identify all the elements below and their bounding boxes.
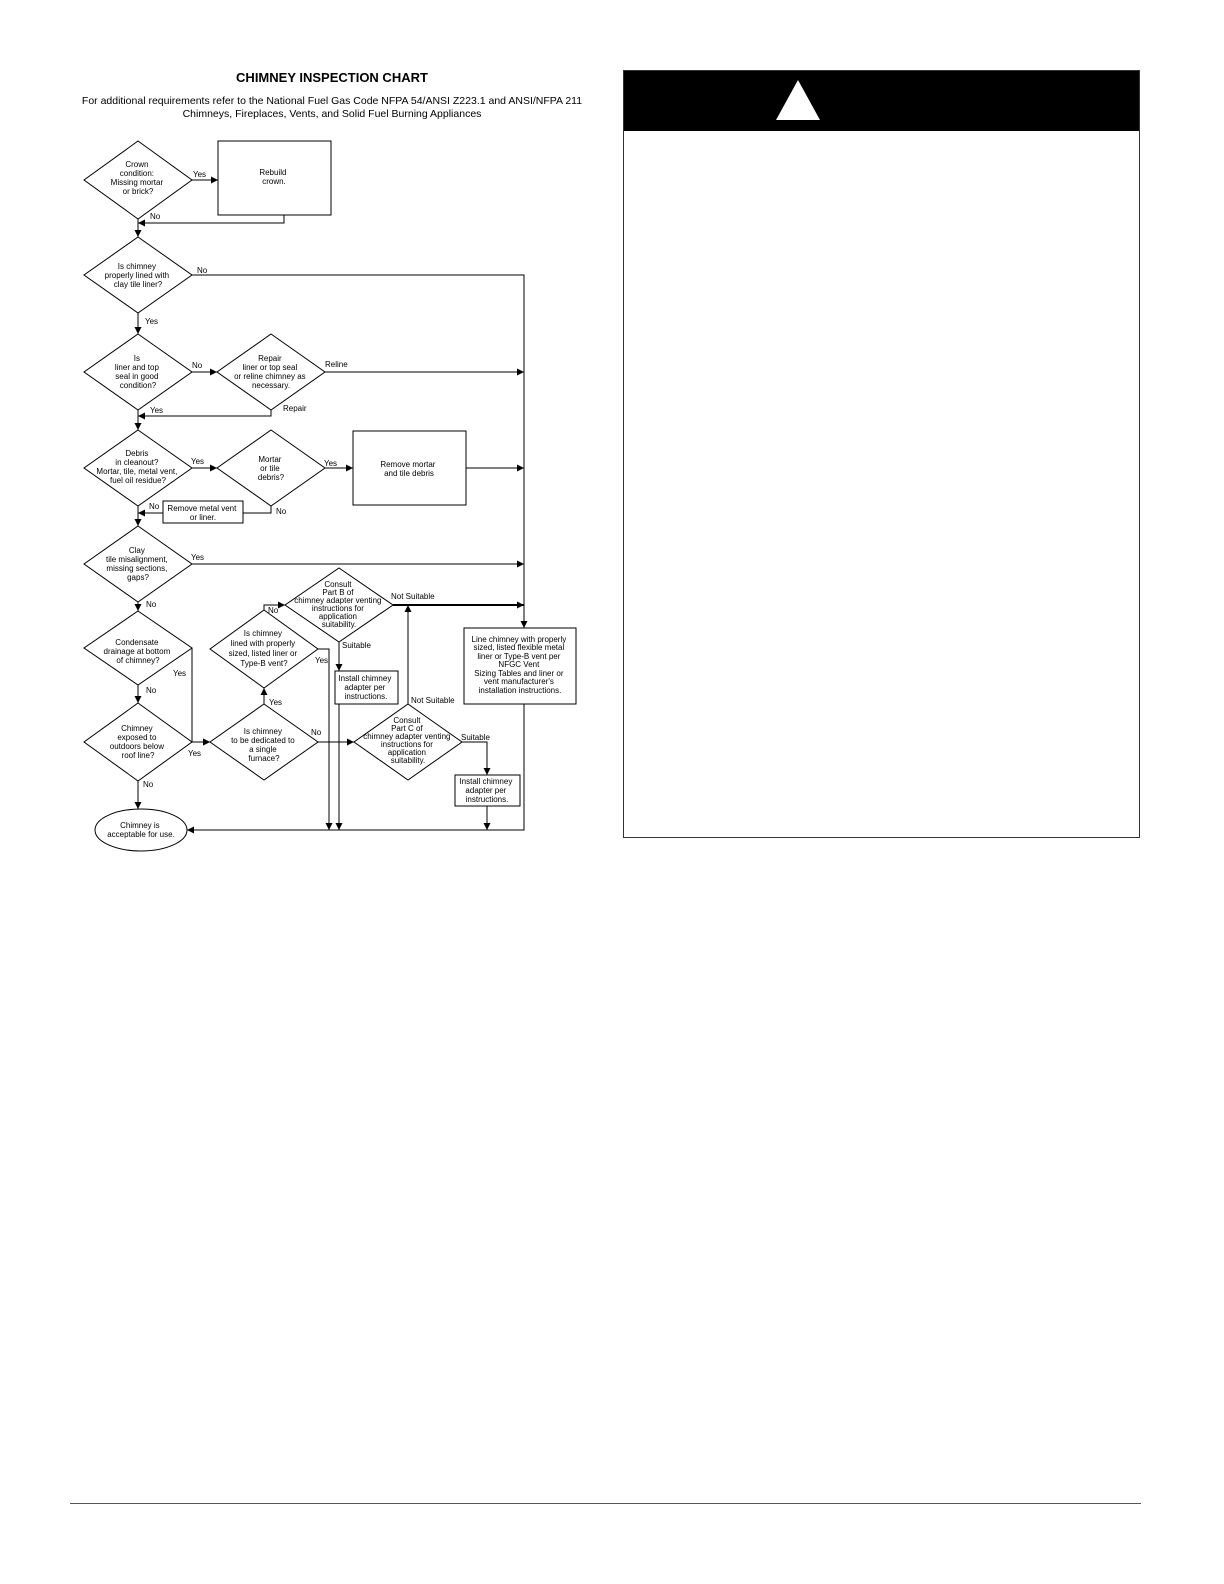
edge-label-debris-yes: Yes xyxy=(191,457,204,466)
edge-label-consult-b-not-suitable: Not Suitable xyxy=(391,592,435,601)
chart-subtitle: For additional requirements refer to the… xyxy=(60,95,604,121)
install-adapter-c-text: Install chimney adapter per instructions… xyxy=(459,777,514,804)
edge-label-lined-yes: Yes xyxy=(145,317,158,326)
rebuild-text: Rebuild crown. xyxy=(259,168,288,186)
edge-label-liner-no: No xyxy=(192,361,203,370)
dedicated-decision xyxy=(209,703,319,781)
edge-label-crown-no: No xyxy=(150,212,161,221)
edge-label-lined-no: No xyxy=(197,266,208,275)
edge-label-exposed-no: No xyxy=(143,780,154,789)
edge-label-dedicated-yes: Yes xyxy=(269,698,282,707)
consult-c-text: Consult Part C of chimney adapter ventin… xyxy=(363,716,452,765)
warning-header-band xyxy=(624,71,1139,131)
edge-label-typeb-yes: Yes xyxy=(315,656,328,665)
edge-label-consult-c-suitable: Suitable xyxy=(461,733,490,742)
crown-text: Crown condition: Missing mortar or brick… xyxy=(111,160,166,196)
debris-text: Debris in cleanout? Mortar, tile, metal … xyxy=(96,449,179,485)
edge-label-mortar-yes: Yes xyxy=(324,459,337,468)
lined-typeb-text: Is chimney lined with properly sized, li… xyxy=(229,629,300,668)
edge-label-consult-c-not-suitable: Not Suitable xyxy=(411,696,455,705)
exposed-text: Chimney exposed to outdoors below roof l… xyxy=(110,724,167,760)
edge-label-consult-b-suitable: Suitable xyxy=(342,641,371,650)
condensate-text: Condensate drainage at bottom of chimney… xyxy=(104,638,173,665)
typeb-yes-connector xyxy=(318,648,333,830)
warning-triangle-icon xyxy=(776,80,820,120)
repair-return-connector xyxy=(138,410,272,420)
rebuild-return-connector xyxy=(138,215,285,227)
mortar-debris-text: Mortar or tile debris? xyxy=(258,455,285,482)
install-adapter-b-box xyxy=(334,670,399,705)
consult-b-text: Consult Part B of chimney adapter ventin… xyxy=(294,580,383,629)
consult-c-suitable-connector xyxy=(462,741,491,775)
clay-tile-text: Clay tile misalignment, missing sections… xyxy=(106,546,170,582)
edge-label-reline: Reline xyxy=(325,360,348,369)
edge-label-clay-no: No xyxy=(146,600,157,609)
rebuild-box xyxy=(217,140,332,216)
acceptable-text: Chimney is acceptable for use. xyxy=(107,821,175,839)
install-adapter-b-text: Install chimney adapter per instructions… xyxy=(338,674,393,701)
edge-label-liner-yes: Yes xyxy=(150,406,163,415)
edge-label-exposed-yes: Yes xyxy=(188,749,201,758)
typeb-no-connector xyxy=(263,601,285,610)
chimney-inspection-flowchart: Crown condition: Missing mortar or brick… xyxy=(83,140,577,852)
line-chimney-out-connector xyxy=(187,704,525,834)
footer-divider xyxy=(70,1503,1141,1504)
edge-label-crown-yes: Yes xyxy=(193,170,206,179)
condensate-yes-connector xyxy=(191,648,210,746)
line-chimney-box xyxy=(463,627,577,705)
line-chimney-text: Line chimney with properly sized, listed… xyxy=(472,635,569,695)
liner-good-text: Is liner and top seal in good condition? xyxy=(115,354,161,390)
repair-text: Repair liner or top seal or reline chimn… xyxy=(234,354,308,390)
mortar-no-connector xyxy=(243,506,272,514)
edge-label-condensate-no: No xyxy=(146,686,157,695)
chart-subtitle-line-1: For additional requirements refer to the… xyxy=(81,95,583,107)
edge-label-consult-b-no: No xyxy=(268,606,279,615)
edge-label-debris-no: No xyxy=(149,502,160,511)
chart-title: CHIMNEY INSPECTION CHART xyxy=(236,70,428,85)
edge-label-dedicated-no: No xyxy=(311,728,322,737)
chart-subtitle-line-2: Chimneys, Fireplaces, Vents, and Solid F… xyxy=(182,108,482,120)
lined-text: Is chimney properly lined with clay tile… xyxy=(105,262,172,289)
edge-label-mortar-no: No xyxy=(276,507,287,516)
edge-label-clay-yes: Yes xyxy=(191,553,204,562)
consult-c-decision xyxy=(353,703,463,781)
remove-mortar-text: Remove mortar and tile debris xyxy=(380,460,437,478)
dedicated-text: Is chimney to be dedicated to a single f… xyxy=(231,727,297,763)
remove-metal-box xyxy=(162,500,244,524)
edge-label-repair: Repair xyxy=(283,404,307,413)
lined-no-connector xyxy=(192,274,528,628)
warning-panel xyxy=(623,70,1140,838)
edge-label-condensate-yes: Yes xyxy=(173,669,186,678)
remove-metal-text: Remove metal vent or liner. xyxy=(167,504,238,522)
